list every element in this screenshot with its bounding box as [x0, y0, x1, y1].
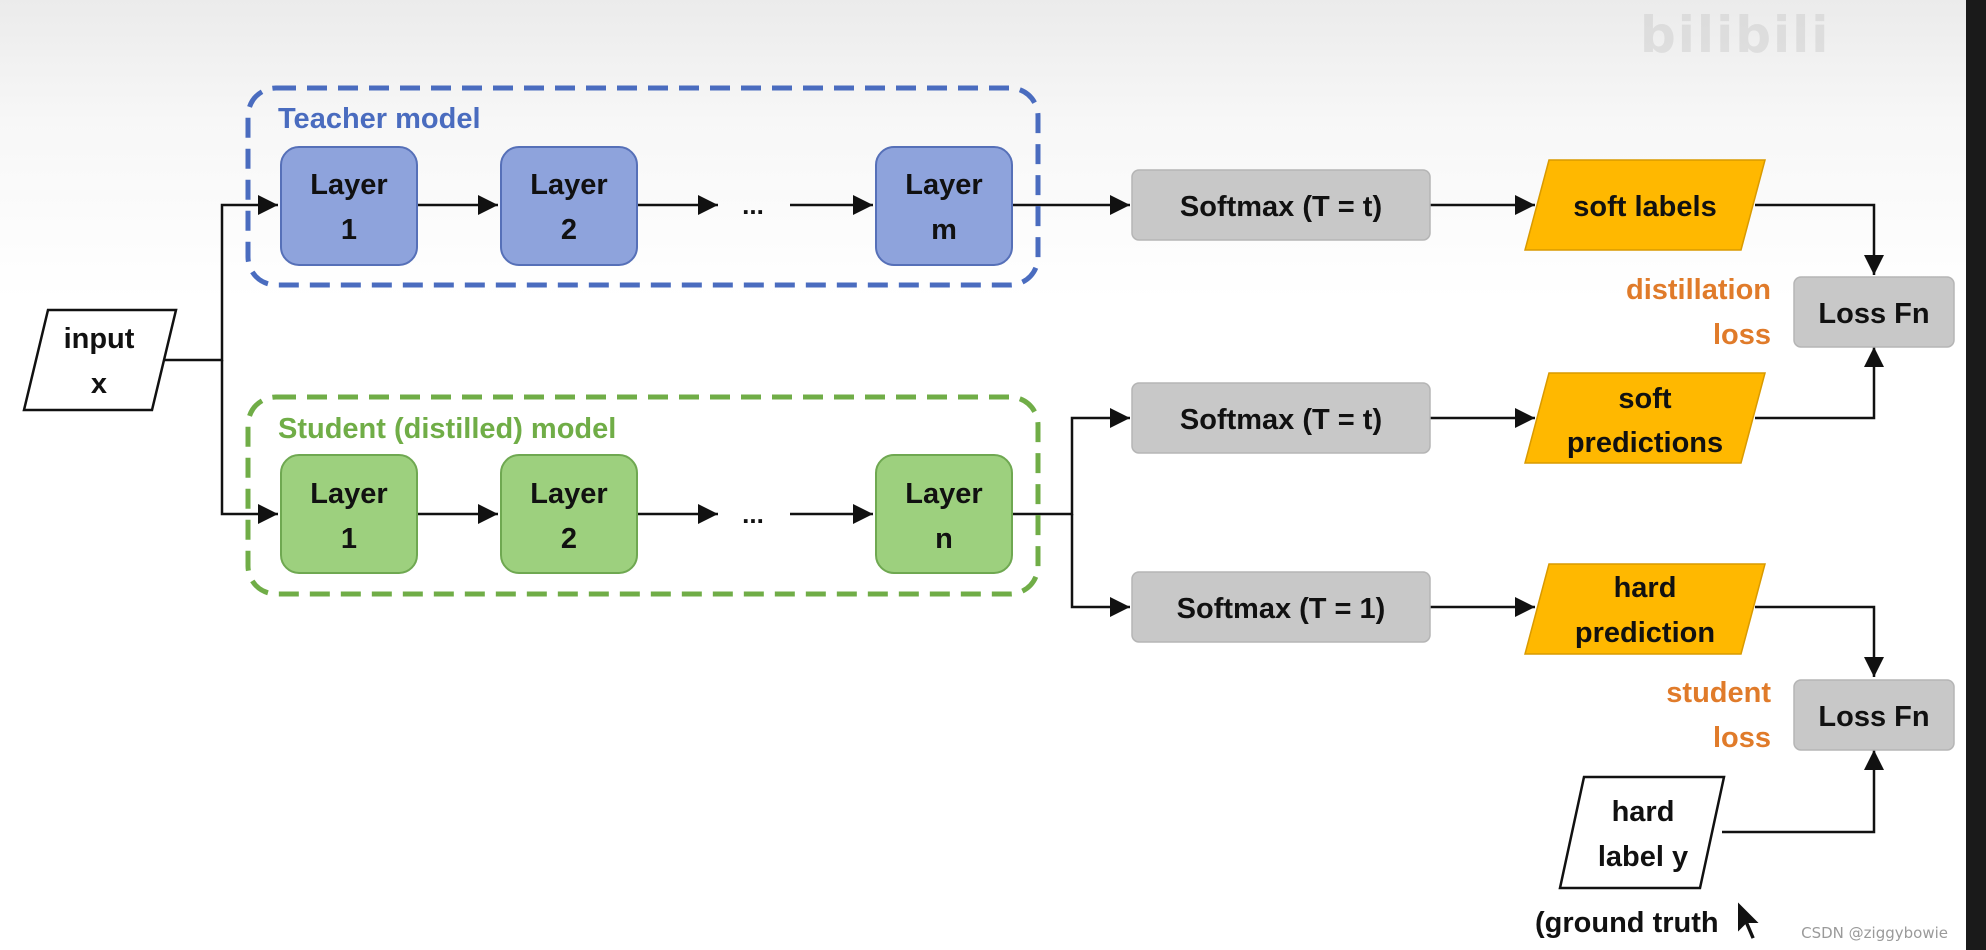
teacher-layer-2-label: Layer: [530, 169, 607, 201]
student-loss-line2: loss: [1713, 722, 1771, 754]
loss-fn-student-label: Loss Fn: [1818, 701, 1929, 733]
student-layer-n-label: Layer: [905, 478, 982, 510]
teacher-layer-1: Layer 1: [280, 146, 418, 266]
teacher-layer-m: Layer m: [875, 146, 1013, 266]
input-label-line2: x: [91, 368, 107, 400]
soft-predictions-line2: predictions: [1567, 427, 1723, 459]
student-model-group: Student (distilled) model Layer 1 Layer …: [245, 394, 1041, 597]
softmax-student-hard: Softmax (T = 1): [1131, 571, 1431, 643]
teacher-layer-2-index: 2: [561, 214, 577, 246]
hard-prediction-node: hard prediction: [1524, 563, 1766, 655]
student-layer-2-label: Layer: [530, 478, 607, 510]
loss-fn-distillation: Loss Fn: [1793, 276, 1955, 348]
student-layer-n-index: n: [935, 523, 953, 555]
softmax-teacher: Softmax (T = t): [1131, 169, 1431, 241]
input-label-line1: input: [64, 323, 135, 355]
teacher-layer-m-index: m: [931, 214, 957, 246]
teacher-model-title: Teacher model: [278, 103, 481, 135]
bilibili-logo-watermark: bilibili: [1640, 6, 1831, 64]
softmax-student-soft: Softmax (T = t): [1131, 382, 1431, 454]
student-layer-1-label: Layer: [310, 478, 387, 510]
hard-prediction-line1: hard: [1614, 572, 1677, 604]
student-loss-line1: student: [1666, 677, 1771, 709]
soft-labels-node: soft labels: [1524, 159, 1766, 251]
student-layer-1: Layer 1: [280, 454, 418, 574]
soft-predictions-line1: soft: [1618, 383, 1672, 415]
student-layer-1-index: 1: [341, 523, 357, 555]
input-node: input x: [22, 308, 178, 412]
student-model-title: Student (distilled) model: [278, 413, 616, 445]
softmax-student-hard-label: Softmax (T = 1): [1177, 593, 1386, 625]
hard-label-node: hard label y: [1558, 775, 1726, 890]
student-ellipsis: ...: [742, 499, 764, 529]
hard-label-line2: label y: [1598, 841, 1688, 873]
student-layer-2: Layer 2: [500, 454, 638, 574]
connectors: [165, 195, 1884, 834]
softmax-student-soft-label: Softmax (T = t): [1180, 404, 1382, 436]
softmax-teacher-label: Softmax (T = t): [1180, 191, 1382, 223]
hard-prediction-line2: prediction: [1575, 617, 1715, 649]
loss-fn-student: Loss Fn: [1793, 679, 1955, 751]
distillation-loss-line1: distillation: [1626, 274, 1771, 306]
student-layer-n: Layer n: [875, 454, 1013, 574]
distillation-loss-line2: loss: [1713, 319, 1771, 351]
teacher-layer-m-label: Layer: [905, 169, 982, 201]
teacher-model-group: Teacher model Layer 1 Layer 2 ... Layer …: [245, 85, 1041, 288]
soft-predictions-node: soft predictions: [1524, 372, 1766, 464]
csdn-watermark: CSDN @ziggybowie: [1801, 924, 1948, 942]
teacher-layer-1-index: 1: [341, 214, 357, 246]
right-scrollbar[interactable]: [1966, 0, 1986, 950]
teacher-ellipsis: ...: [742, 190, 764, 220]
soft-labels-label: soft labels: [1573, 191, 1716, 223]
hard-label-line1: hard: [1612, 796, 1675, 828]
mouse-cursor-icon: [1736, 898, 1763, 942]
ground-truth-caption: (ground truth: [1535, 907, 1719, 939]
teacher-layer-2: Layer 2: [500, 146, 638, 266]
teacher-layer-1-label: Layer: [310, 169, 387, 201]
loss-fn-distillation-label: Loss Fn: [1818, 298, 1929, 330]
student-layer-2-index: 2: [561, 523, 577, 555]
